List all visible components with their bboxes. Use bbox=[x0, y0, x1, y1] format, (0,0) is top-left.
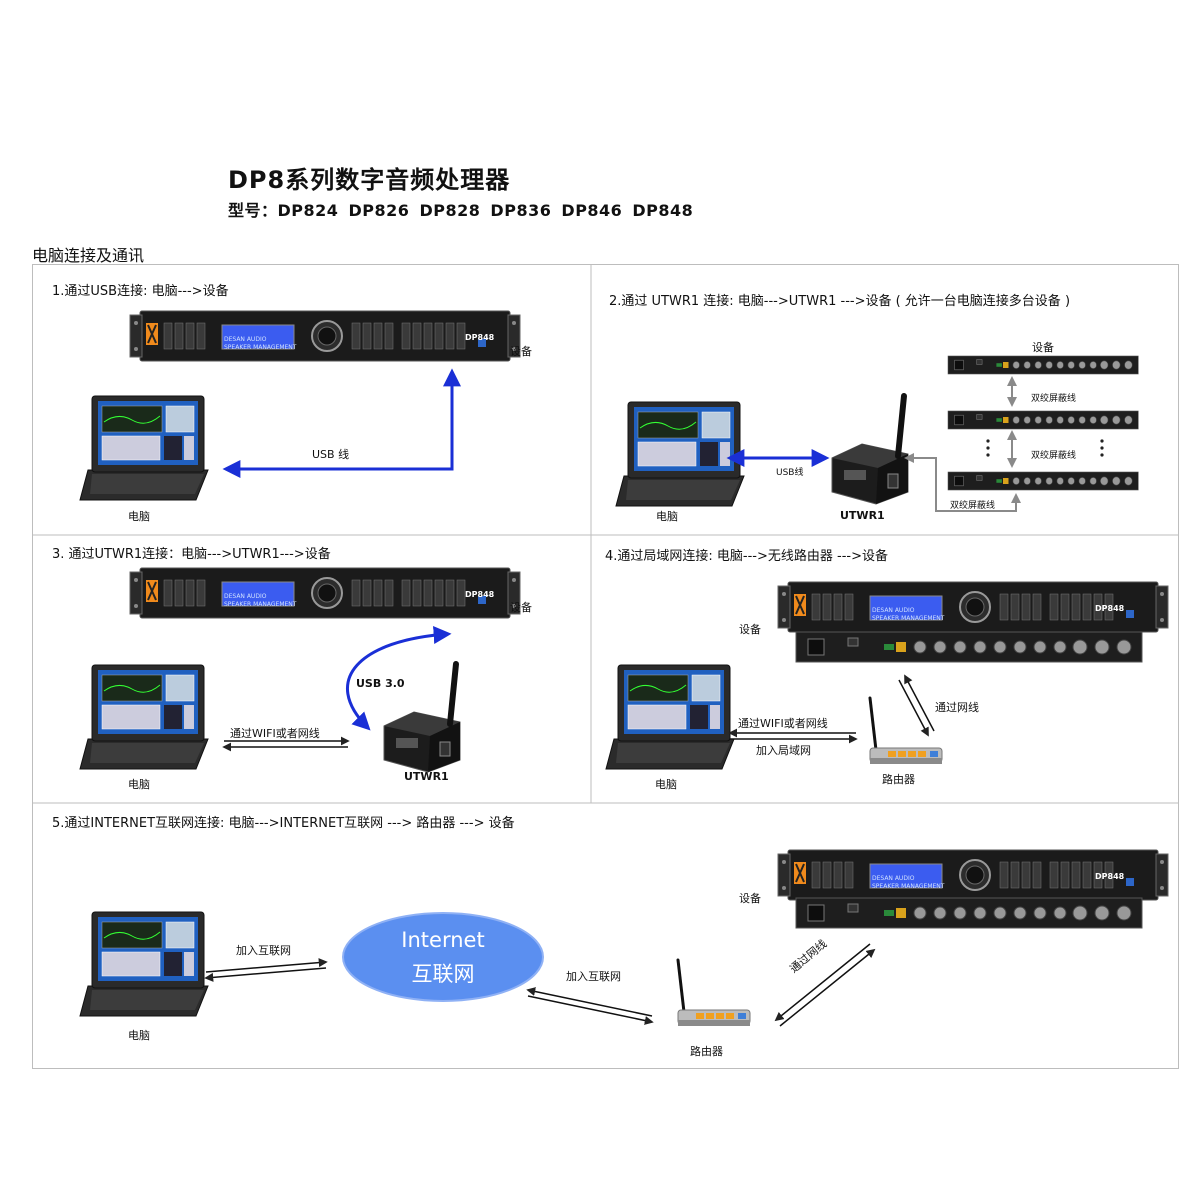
computer-label: 电脑 bbox=[655, 778, 677, 791]
device-label: 设备 bbox=[739, 623, 761, 636]
panel4-title: 4.通过局域网连接: 电脑--->无线路由器 --->设备 bbox=[605, 549, 888, 564]
usb3-cable-arrow bbox=[346, 626, 452, 731]
internet-cn-label: 互联网 bbox=[411, 962, 475, 986]
router-icon bbox=[676, 958, 752, 1028]
cable-label: 双绞屏蔽线 bbox=[1031, 394, 1077, 404]
lcd-text: SPEAKER MANAGEMENT bbox=[224, 344, 297, 351]
usb3-label: USB 3.0 bbox=[356, 677, 405, 690]
computer-label: 电脑 bbox=[128, 510, 150, 523]
computer-label: 电脑 bbox=[656, 510, 678, 523]
join-internet-label: 加入互联网 bbox=[566, 970, 621, 983]
section-heading: 电脑连接及通讯 bbox=[32, 246, 145, 265]
cable-label: 双绞屏蔽线 bbox=[1031, 451, 1077, 461]
page-title: DP8系列数字音频处理器 bbox=[228, 166, 511, 194]
utwr1-label: UTWR1 bbox=[840, 509, 885, 522]
lcd-text: SPEAKER MANAGEMENT bbox=[872, 883, 945, 890]
laptop-icon bbox=[605, 664, 735, 770]
model-list: 型号：DP824 DP826 DP828 DP836 DP846 DP848 bbox=[228, 201, 694, 220]
diagram-grid bbox=[32, 264, 1179, 1069]
laptop-icon bbox=[79, 395, 209, 501]
lcd-text: DESAN AUDIO bbox=[224, 336, 267, 343]
lan-label: 加入局域网 bbox=[756, 744, 811, 757]
lcd-text: DESAN AUDIO bbox=[872, 875, 915, 882]
router-label: 路由器 bbox=[882, 773, 915, 786]
utwr1-icon bbox=[832, 396, 908, 504]
device-label: 设备 bbox=[510, 601, 532, 614]
device-rear-stack bbox=[947, 355, 1139, 491]
model-badge: DP848 bbox=[465, 333, 495, 342]
internet-label: Internet bbox=[401, 928, 485, 952]
join-internet-label: 加入互联网 bbox=[236, 944, 291, 957]
laptop-icon bbox=[615, 401, 745, 507]
lcd-text: SPEAKER MANAGEMENT bbox=[224, 601, 297, 608]
panel1-title: 1.通过USB连接: 电脑--->设备 bbox=[52, 284, 229, 299]
network-cable-label: 通过网线 bbox=[935, 701, 979, 714]
panel3-title: 3. 通过UTWR1连接：电脑--->UTWR1--->设备 bbox=[52, 547, 331, 562]
shielded-cable-arrow bbox=[904, 453, 1021, 512]
laptop-icon bbox=[79, 664, 209, 770]
model-badge: DP848 bbox=[465, 590, 495, 599]
model-badge: DP848 bbox=[1095, 604, 1125, 613]
device-front-panel bbox=[129, 310, 521, 362]
device-rear-panel bbox=[795, 897, 1143, 929]
lcd-text: SPEAKER MANAGEMENT bbox=[872, 615, 945, 622]
cable-label: 双绞屏蔽线 bbox=[950, 501, 996, 511]
device-rear-panel bbox=[795, 631, 1143, 663]
lcd-text: DESAN AUDIO bbox=[872, 607, 915, 614]
wifi-label: 通过WIFI或者网线 bbox=[230, 727, 320, 740]
model-badge: DP848 bbox=[1095, 872, 1125, 881]
router-icon bbox=[868, 696, 944, 766]
computer-label: 电脑 bbox=[128, 1029, 150, 1042]
wifi-label: 通过WIFI或者网线 bbox=[738, 717, 828, 730]
utwr1-label: UTWR1 bbox=[404, 770, 449, 783]
usb-cable-label: USB 线 bbox=[312, 448, 350, 461]
internet-cloud bbox=[342, 912, 544, 1002]
device-label: 设备 bbox=[510, 345, 532, 358]
panel2-title: 2.通过 UTWR1 连接: 电脑--->UTWR1 --->设备 ( 允许一台… bbox=[609, 294, 1071, 309]
continuation-dots bbox=[986, 439, 1104, 457]
router-label: 路由器 bbox=[690, 1045, 723, 1058]
lcd-text: DESAN AUDIO bbox=[224, 593, 267, 600]
panel5-title: 5.通过INTERNET互联网连接: 电脑--->INTERNET互联网 ---… bbox=[52, 816, 515, 831]
usb-cable-label: USB线 bbox=[776, 468, 804, 478]
device-front-panel bbox=[129, 567, 521, 619]
device-label: 设备 bbox=[739, 892, 761, 905]
laptop-icon bbox=[79, 911, 209, 1017]
computer-label: 电脑 bbox=[128, 778, 150, 791]
usb-cable-arrow bbox=[222, 368, 461, 478]
device-label: 设备 bbox=[1032, 341, 1054, 354]
